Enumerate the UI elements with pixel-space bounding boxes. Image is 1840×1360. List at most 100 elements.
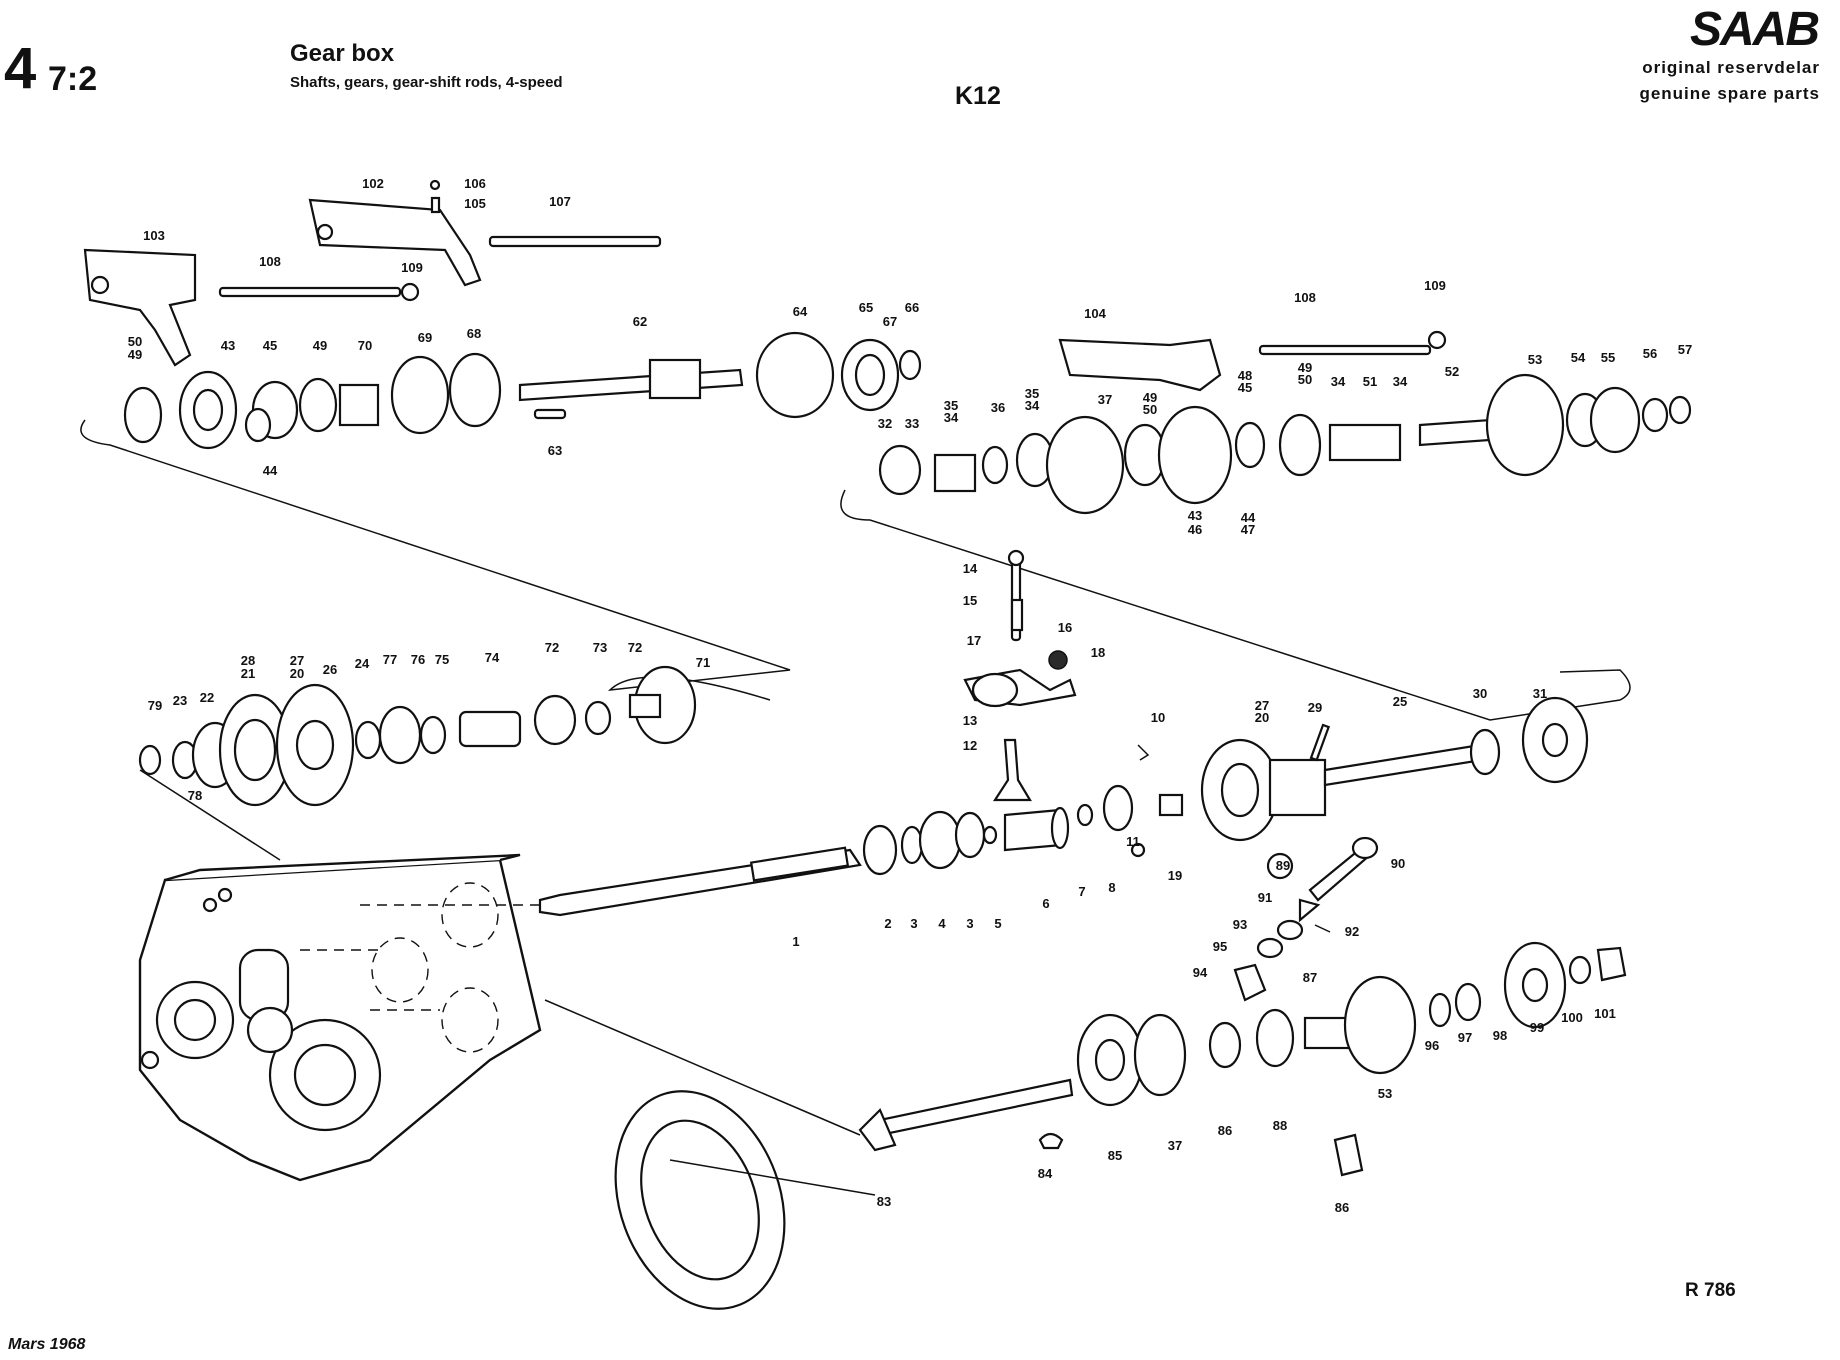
callout-label: 16 [1058,620,1072,635]
callout-label: 43 [1188,508,1202,523]
callout-label: 100 [1561,1010,1583,1025]
callout-label: 65 [859,300,873,315]
callout-label: 49 [128,347,142,362]
callout-label: 44 [263,463,278,478]
callout-label: 34 [1331,374,1346,389]
callout-label: 66 [905,300,919,315]
callout-label: 55 [1601,350,1615,365]
callout-label: 64 [793,304,808,319]
callout-label: 10 [1151,710,1165,725]
callout-label: 102 [362,176,384,191]
callout-label: 32 [878,416,892,431]
callout-label: 75 [435,652,449,667]
callout-label: 22 [200,690,214,705]
callout-label: 98 [1493,1028,1507,1043]
callout-label: 27 [1255,698,1269,713]
gear-shift-fork-103 [83,248,197,367]
callout-label: 53 [1378,1086,1392,1101]
upper-shaft-gear-group [123,331,922,450]
callout-label: 46 [1188,522,1202,537]
callout-label: 25 [1393,694,1407,709]
callout-label: 19 [1168,868,1182,883]
callout-label: 72 [628,640,642,655]
callout-label: 6 [1042,896,1049,911]
main-shaft-1 [538,846,862,917]
callout-label: 18 [1091,645,1105,660]
detent-ball-109 [400,282,420,302]
callout-label: 7 [1078,884,1085,899]
callout-label: 89 [1276,858,1290,873]
callout-label: 72 [545,640,559,655]
callout-label: 103 [143,228,165,243]
callout-label: 68 [467,326,481,341]
callout-label: 79 [148,698,162,713]
pinion-shaft-group [858,941,1627,1177]
callout-label: 62 [633,314,647,329]
callout-label: 3 [910,916,917,931]
callout-label: 14 [963,561,978,576]
callout-label: 74 [485,650,500,665]
callout-label: 1 [792,934,799,949]
callout-label: 13 [963,713,977,728]
callout-label: 27 [290,653,304,668]
callout-label: 49 [1298,360,1312,375]
print-date: Mars 1968 [8,1336,86,1353]
callout-label: 47 [1241,522,1255,537]
callout-label: 23 [173,693,187,708]
selector-lever-assembly [963,549,1077,802]
callout-label: 11 [1126,834,1140,849]
shaft-25-group [1200,696,1589,842]
callout-label: 91 [1258,890,1272,905]
detent-ball-106 [429,179,441,191]
callout-label: 50 [128,334,142,349]
gear-shift-fork-104 [1058,338,1222,392]
callout-label: 57 [1678,342,1692,357]
gear-shift-rod-108-right [1258,344,1432,356]
callout-label: 108 [1294,290,1316,305]
callout-label: 69 [418,330,432,345]
callout-label: 49 [1143,390,1157,405]
callout-label: 108 [259,254,281,269]
callout-label: 24 [355,656,370,671]
callout-label: 67 [883,314,897,329]
callout-label: 20 [1255,710,1269,725]
callout-label: 90 [1391,856,1405,871]
callout-label: 36 [991,400,1005,415]
callout-label: 101 [1594,1006,1616,1021]
callout-label: 52 [1445,364,1459,379]
gearbox-housing [138,853,542,1182]
model-code: K12 [955,82,1001,110]
connector-line [80,419,791,701]
gear-shift-rod-108 [218,286,402,298]
callout-label: 30 [1473,686,1487,701]
gear-shift-rod-107 [488,235,662,248]
callout-label: 63 [548,443,562,458]
callout-label: 97 [1458,1030,1472,1045]
callout-label: 43 [221,338,235,353]
detent-ball-109-right [1427,330,1447,350]
callout-label: 34 [944,410,959,425]
callout-label: 54 [1571,350,1586,365]
gear-shift-fork-102 [308,198,482,287]
drawing-reference: R 786 [1685,1280,1736,1301]
callout-label: 50 [1143,402,1157,417]
callout-label: 70 [358,338,372,353]
callout-label: 96 [1425,1038,1439,1053]
callout-label: 107 [549,194,571,209]
callout-label: 48 [1238,368,1252,383]
callout-label: 26 [323,662,337,677]
callout-label: 99 [1530,1020,1544,1035]
callout-label: 29 [1308,700,1322,715]
callout-label: 95 [1213,939,1227,954]
callout-label: 33 [905,416,919,431]
callout-label: 109 [401,260,423,275]
ring-gear-83 [614,1090,876,1310]
callout-label: 78 [188,788,202,803]
callout-label: 2 [884,916,891,931]
page-subtitle: Shafts, gears, gear-shift rods, 4-speed [290,74,563,91]
callout-label: 21 [241,666,255,681]
section-sub-number: 7:2 [48,60,98,98]
callout-label: 92 [1345,924,1359,939]
